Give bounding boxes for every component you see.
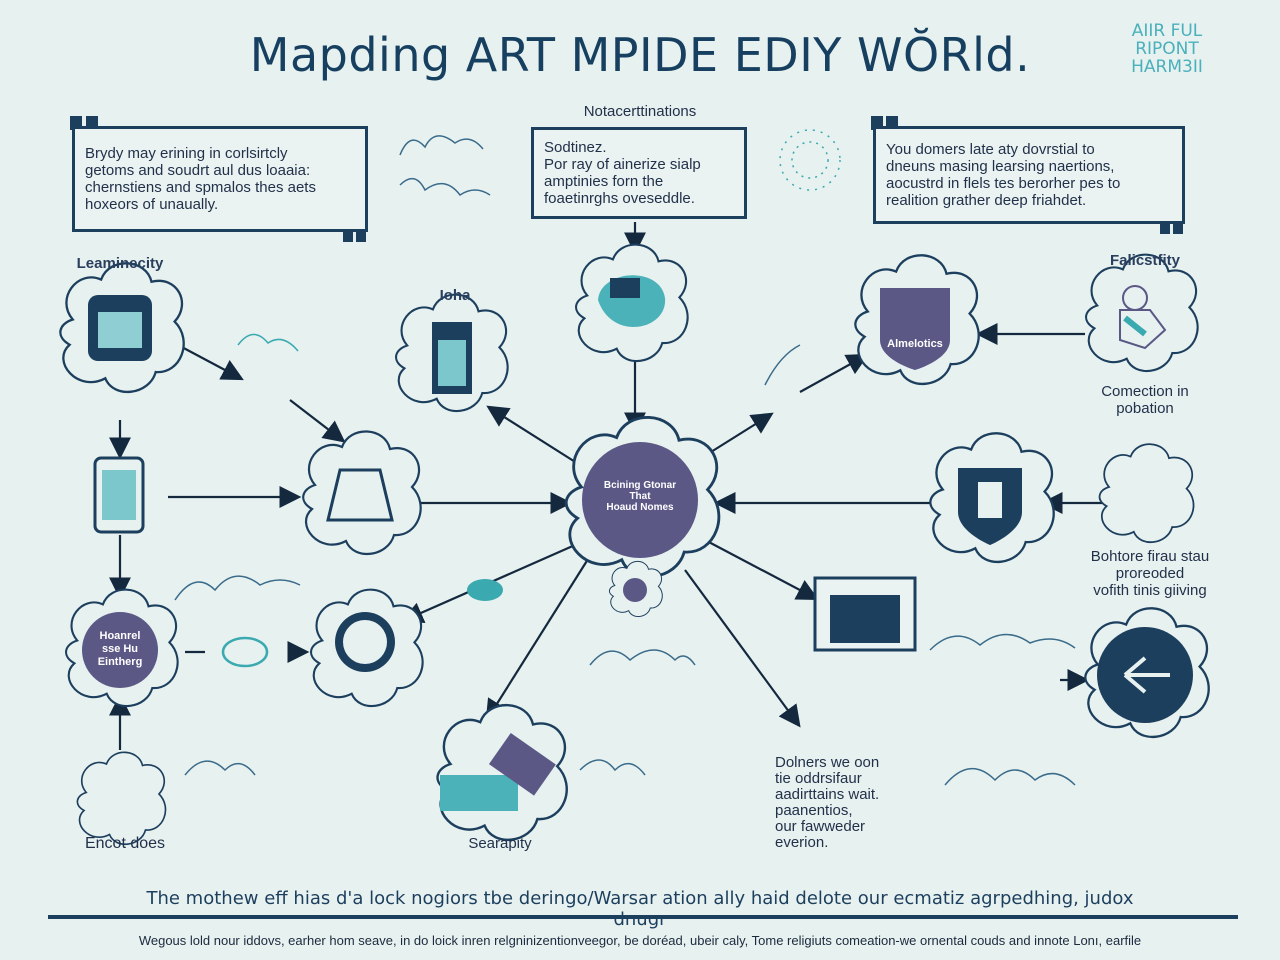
node-falicstfity	[1085, 253, 1199, 373]
label-line: sse Hu	[101, 643, 139, 655]
footer-text: Wegous lold nour iddovs, earher hom seav…	[138, 933, 1142, 948]
node-ticket	[436, 703, 568, 842]
note-line: our fawweder	[775, 818, 866, 835]
node-center	[564, 415, 721, 579]
label-falicstfity: Falicstfity	[1109, 252, 1181, 269]
arrow	[799, 353, 869, 393]
note-line: Dolners we oon	[775, 754, 880, 771]
center-node-label: Bcining Gtonar That Hoaud Nomes	[580, 480, 700, 513]
node-ioha	[395, 293, 509, 413]
node-tools	[1098, 443, 1195, 544]
arrow	[177, 344, 244, 381]
label-line: Hoanrel	[99, 630, 141, 642]
node-enterg	[65, 588, 179, 708]
label-connection: Comection in pobation	[1075, 383, 1215, 417]
arrow	[684, 569, 801, 728]
arrow	[485, 547, 596, 722]
logo-line: AIIR FUL	[1131, 21, 1203, 41]
label-searapity: Searapity	[468, 835, 532, 852]
doodles	[174, 129, 1076, 786]
text-line: Por ray of ainerize sialp	[544, 156, 701, 173]
quote-box-left: Brydy may erining in corlsirtcly getoms …	[72, 126, 368, 232]
node-exit	[1084, 607, 1210, 739]
label-line: Hoaud Nomes	[606, 502, 674, 513]
quote-line: dneuns masing learsing naertions,	[886, 158, 1115, 175]
node-tag	[467, 579, 503, 601]
label-almelotics: Almelotics	[887, 338, 943, 350]
text-line: foaetinrghs oveseddle.	[544, 190, 695, 207]
arrow	[289, 399, 346, 443]
note-line: paanentios,	[775, 802, 853, 819]
node-bag	[302, 430, 422, 556]
page-title: Mapding ART MPIDE EDIY WŎRld.	[249, 28, 1031, 82]
label-line: That	[629, 491, 651, 502]
node-gear	[608, 560, 663, 618]
node-encot	[76, 751, 167, 846]
quote-line: You domers late aty dovrstial to	[886, 141, 1095, 158]
node-earth	[310, 588, 424, 708]
text-line: Sodtinez.	[544, 139, 607, 156]
divider	[48, 915, 1238, 919]
label-enterg: Hoanrel sse Hu Eintherg	[85, 630, 155, 669]
arrow	[704, 539, 819, 601]
logo-line: HARM3II	[1131, 57, 1203, 77]
connector-arrows	[109, 222, 1102, 750]
node-almelotics	[854, 254, 980, 386]
quote-box-right: You domers late aty dovrstial to dneuns …	[873, 126, 1185, 224]
node-top-center	[575, 243, 689, 363]
text-line: amptinies forn the	[544, 173, 664, 190]
text-box-center: Sodtinez. Por ray of ainerize sialp ampt…	[531, 127, 747, 219]
quote-line: aocustrd in flels tes berorher pes to	[886, 175, 1121, 192]
node-shield	[929, 432, 1055, 564]
quote-line: realition grather deep friahdet.	[886, 192, 1087, 209]
logo: AIIR FUL RIPONT HARM3II	[1112, 22, 1222, 76]
quote-line: Brydy may erining in corlsirtcly	[85, 145, 288, 162]
label-line: Bcining Gtonar	[603, 480, 677, 491]
quote-line: getoms and soudrt aul dus loaaia:	[85, 162, 311, 179]
top-center-heading: Notacerttinations	[583, 103, 697, 120]
label-learnincity: Leaminecity	[76, 255, 164, 272]
label-line: vofith tinis giiving	[1093, 582, 1207, 599]
summary-line: The mothew eff hias d'a lock nogiors tbe…	[146, 888, 1134, 930]
quote-line: hoxeors of unaually.	[85, 196, 219, 213]
note-line: aadirttains wait.	[775, 786, 880, 803]
note-line: tie oddrsifaur	[775, 770, 862, 787]
node-learnincity	[59, 262, 185, 394]
logo-line: RIPONT	[1135, 39, 1199, 59]
label-line: Bohtore firau stau	[1090, 548, 1210, 565]
label-line: Comection in	[1101, 383, 1189, 400]
node-building	[813, 576, 917, 652]
note-line: everion.	[775, 834, 829, 851]
label-ioha: Ioha	[439, 287, 471, 304]
label-line: Eintherg	[97, 656, 143, 668]
node-globe	[221, 636, 269, 668]
label-line: proreoded	[1115, 565, 1185, 582]
quote-line: chernstiens and spmalos thes aets	[85, 179, 316, 196]
node-watch	[93, 456, 145, 534]
label-line: pobation	[1116, 400, 1174, 417]
arrow	[486, 405, 581, 466]
label-bohtore: Bohtore firau stau proreoded vofith tini…	[1065, 548, 1235, 599]
note-lower: Dolners we oon tie oddrsifaur aadirttain…	[775, 755, 925, 851]
label-encot-does: Encot does	[84, 835, 166, 852]
